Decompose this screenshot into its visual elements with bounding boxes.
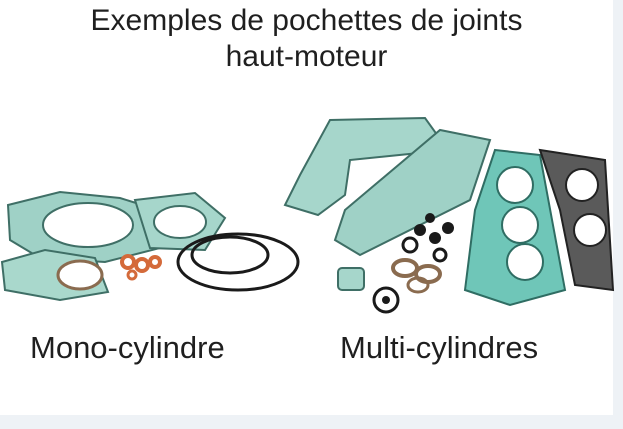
- black-seal: [372, 286, 400, 314]
- valve-seal: [414, 224, 426, 236]
- orange-ring: [120, 254, 136, 270]
- title-line-2: haut-moteur: [225, 40, 388, 73]
- multi-cover-gasket-1: [283, 116, 450, 217]
- caption-mono-cylindre: Mono-cylindre: [30, 330, 225, 365]
- o-ring-large: [176, 232, 300, 292]
- mono-bore-hole: [42, 202, 134, 248]
- multi-cover-gasket-2: [333, 128, 492, 257]
- o-ring-medium: [190, 235, 270, 275]
- multi-cylinder-gasket-set: [283, 116, 615, 314]
- caption-multi-cylindres: Multi-cylindres: [340, 330, 539, 365]
- title-line-1: Exemples de pochettes de joints: [90, 4, 523, 37]
- mono-cylinder-gasket-set: [0, 190, 300, 302]
- small-square-gasket: [337, 267, 365, 291]
- brown-ring: [391, 258, 419, 278]
